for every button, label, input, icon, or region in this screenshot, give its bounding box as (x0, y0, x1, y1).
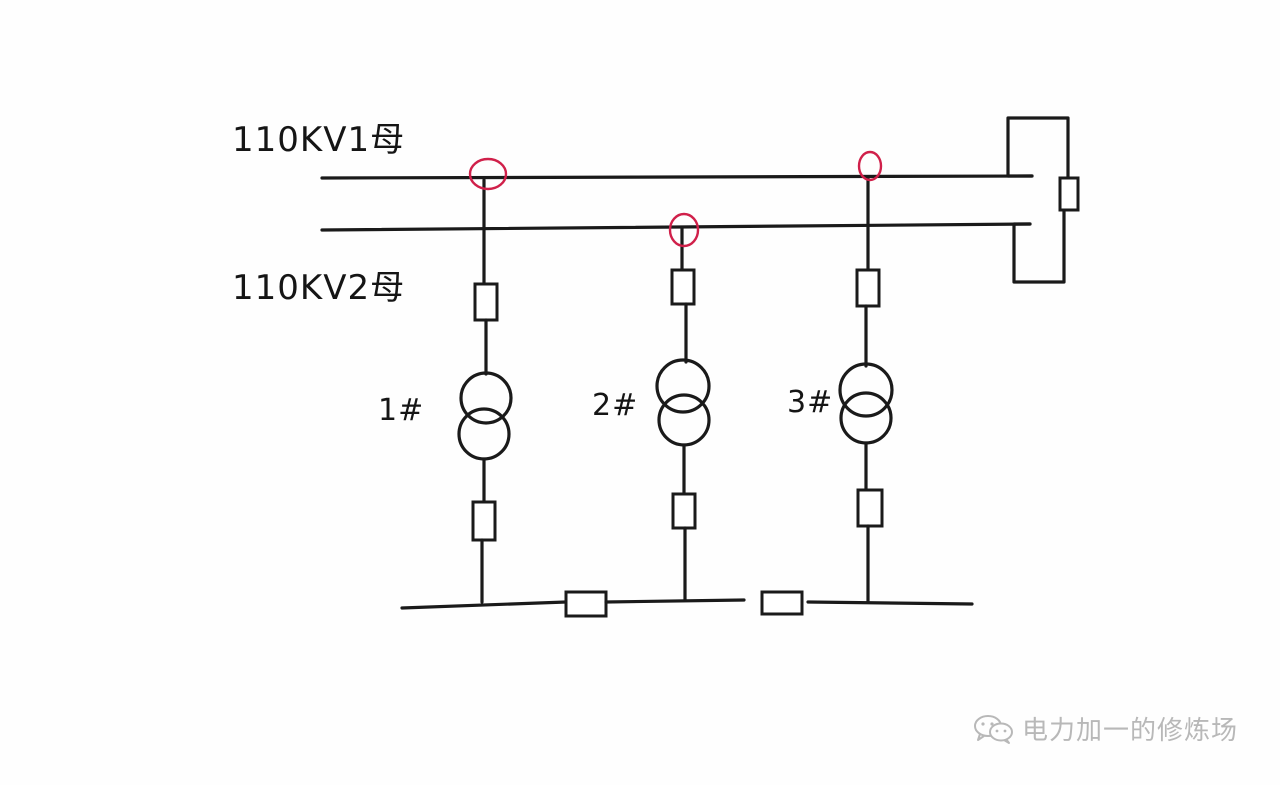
bus-coupler (1006, 116, 1080, 284)
connection-markers (468, 150, 883, 248)
feeder-2-upper-breaker (670, 268, 696, 306)
feeder-1-lower-breaker (471, 500, 497, 542)
feeder-2-bus-connection-marker (668, 212, 700, 248)
transformer-2-label: 2# (592, 388, 639, 423)
feeder-1-upper-breaker (473, 282, 499, 322)
bus-2-label: 110KV2母 (232, 268, 406, 308)
feeder-3 (838, 176, 894, 604)
bus-1-label: 110KV1母 (232, 120, 406, 160)
feeder-3-bus-connection-marker (857, 150, 883, 182)
feeder-3-upper-breaker (855, 268, 881, 308)
feeder-2-lower-breaker (671, 492, 697, 530)
feeder-1-bus-connection-marker (468, 157, 508, 191)
transformer-1-label: 1# (378, 393, 425, 428)
bus-110kv-1 (320, 174, 1034, 180)
transformer-2-primary-winding (655, 358, 711, 414)
lv-bus-tie-breaker-1 (564, 590, 608, 618)
transformer-3-primary-winding (838, 362, 894, 418)
feeder-3-lower-breaker (856, 488, 884, 528)
low-voltage-bus (400, 590, 974, 618)
watermark-text: 电力加一的修炼场 (1021, 716, 1238, 746)
transformer-1-secondary-winding (457, 407, 511, 461)
transformer-3-label: 3# (787, 385, 834, 420)
bus-coupler-breaker (1058, 176, 1080, 212)
watermark: 电力加一的修炼场 (972, 710, 1238, 747)
wechat-icon (973, 714, 1013, 744)
feeder-2 (655, 226, 711, 602)
lv-bus-tie-breaker-2 (760, 590, 804, 616)
bus-110kv-2 (320, 222, 1032, 232)
transformer-3-secondary-winding (839, 391, 893, 445)
lv-bus-section-2 (604, 598, 746, 604)
feeder-1 (457, 178, 513, 604)
transformer-2-secondary-winding (657, 393, 711, 447)
transformer-1-primary-winding (459, 371, 513, 425)
lv-bus-section-1 (400, 600, 568, 610)
lv-bus-section-3 (806, 600, 974, 606)
